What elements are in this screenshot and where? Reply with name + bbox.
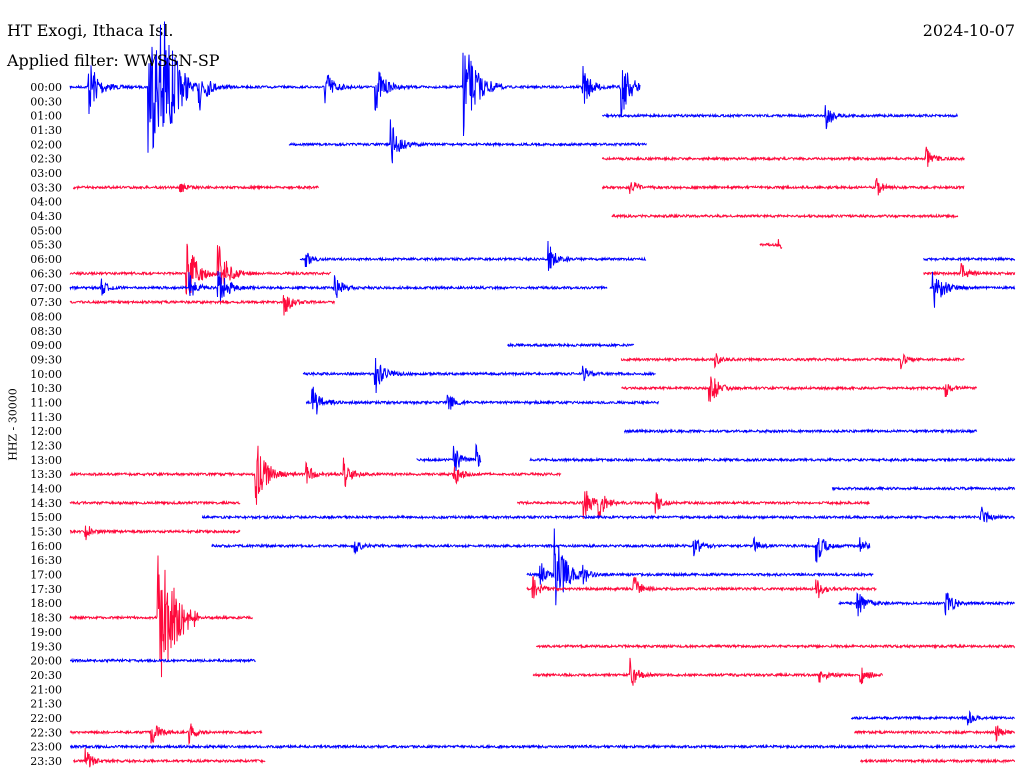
trace-0730 — [69, 295, 335, 316]
time-tick-label: 07:30 — [30, 296, 62, 309]
time-tick-label: 19:30 — [30, 640, 62, 653]
trace-0600 — [299, 240, 647, 271]
time-tick-label: 15:00 — [30, 511, 62, 524]
trace-0230 — [601, 146, 965, 167]
trace-0930 — [620, 353, 965, 370]
time-tick-label: 22:30 — [30, 726, 62, 739]
time-tick-label: 05:30 — [30, 239, 62, 252]
trace-1200 — [623, 428, 978, 435]
trace-0630 — [69, 243, 332, 295]
channel-axis-label: HHZ - 30000 — [6, 388, 20, 461]
time-tick-label: 12:30 — [30, 440, 62, 453]
time-tick-label: 03:30 — [30, 181, 62, 194]
time-tick-label: 17:00 — [30, 569, 62, 582]
trace-2200 — [850, 710, 1015, 726]
trace-2300 — [69, 743, 1016, 750]
trace-0200 — [288, 119, 647, 164]
time-tick-label: 10:00 — [30, 368, 62, 381]
trace-0900 — [507, 342, 635, 349]
trace-0700 — [69, 270, 608, 304]
time-tick-label: 03:00 — [30, 167, 62, 180]
trace-1000 — [302, 357, 656, 394]
time-tick-label: 11:30 — [30, 411, 62, 424]
trace-1730 — [526, 576, 877, 599]
trace-1830 — [69, 555, 253, 678]
time-tick-label: 16:30 — [30, 554, 62, 567]
time-tick-label: 12:00 — [30, 425, 62, 438]
time-tick-label: 09:00 — [30, 339, 62, 352]
trace-1030 — [621, 376, 978, 402]
time-tick-label: 23:30 — [30, 755, 62, 768]
time-tick-label: 02:30 — [30, 153, 62, 166]
station-title: HT Exogi, Ithaca Isl. — [7, 21, 174, 40]
time-tick-label: 22:00 — [30, 712, 62, 725]
trace-1430 — [69, 499, 241, 506]
time-tick-label: 06:00 — [30, 253, 62, 266]
time-tick-label: 16:00 — [30, 540, 62, 553]
trace-2330 — [73, 748, 266, 768]
time-tick-label: 18:30 — [30, 612, 62, 625]
time-tick-label: 00:30 — [30, 95, 62, 108]
time-tick-label: 08:30 — [30, 325, 62, 338]
trace-0700 — [929, 271, 1016, 308]
trace-0330 — [601, 177, 965, 196]
trace-1530 — [69, 525, 241, 541]
time-tick-label: 14:30 — [30, 497, 62, 510]
filter-label: Applied filter: WWSSN-SP — [7, 51, 220, 70]
trace-2330 — [860, 758, 1016, 764]
time-tick-label: 08:00 — [30, 310, 62, 323]
time-tick-label: 05:00 — [30, 224, 62, 237]
trace-0630 — [923, 263, 1016, 278]
time-tick-label: 04:00 — [30, 196, 62, 209]
time-tick-label: 17:30 — [30, 583, 62, 596]
trace-1430 — [516, 490, 871, 519]
time-tick-label: 01:30 — [30, 124, 62, 137]
time-tick-label: 20:30 — [30, 669, 62, 682]
trace-2230 — [69, 723, 263, 746]
time-tick-label: 00:00 — [30, 81, 62, 94]
trace-1800 — [838, 592, 1015, 617]
trace-1930 — [535, 643, 1016, 650]
trace-0430 — [611, 212, 959, 220]
trace-0600 — [923, 256, 1016, 263]
trace-0100 — [601, 105, 958, 130]
time-tick-label: 06:30 — [30, 267, 62, 280]
trace-2030 — [532, 657, 883, 686]
trace-0330 — [72, 182, 319, 193]
time-tick-label: 07:00 — [30, 282, 62, 295]
trace-1600 — [211, 536, 871, 563]
time-tick-label: 02:00 — [30, 138, 62, 151]
time-tick-label: 18:00 — [30, 597, 62, 610]
trace-2000 — [70, 657, 256, 664]
trace-1330 — [69, 445, 562, 505]
time-tick-label: 21:00 — [30, 683, 62, 696]
time-tick-label: 14:00 — [30, 483, 62, 496]
trace-1100 — [305, 386, 660, 415]
trace-1700 — [526, 528, 874, 606]
trace-1300 — [529, 456, 1016, 463]
time-tick-label: 19:00 — [30, 626, 62, 639]
time-tick-label: 09:30 — [30, 353, 62, 366]
trace-0530 — [759, 239, 783, 249]
time-tick-label: 01:00 — [30, 110, 62, 123]
time-tick-label: 23:00 — [30, 741, 62, 754]
time-tick-label: 13:00 — [30, 454, 62, 467]
trace-0000 — [69, 21, 641, 153]
date-label: 2024-10-07 — [922, 21, 1015, 40]
trace-1500 — [201, 506, 1015, 523]
time-tick-label: 21:30 — [30, 698, 62, 711]
time-tick-label: 20:00 — [30, 655, 62, 668]
trace-2230 — [854, 725, 1016, 743]
time-tick-label: 11:00 — [30, 396, 62, 409]
time-tick-label: 15:30 — [30, 526, 62, 539]
trace-1300 — [416, 443, 482, 472]
time-tick-label: 13:30 — [30, 468, 62, 481]
time-tick-label: 04:30 — [30, 210, 62, 223]
trace-1400 — [831, 485, 1016, 492]
time-tick-label: 10:30 — [30, 382, 62, 395]
